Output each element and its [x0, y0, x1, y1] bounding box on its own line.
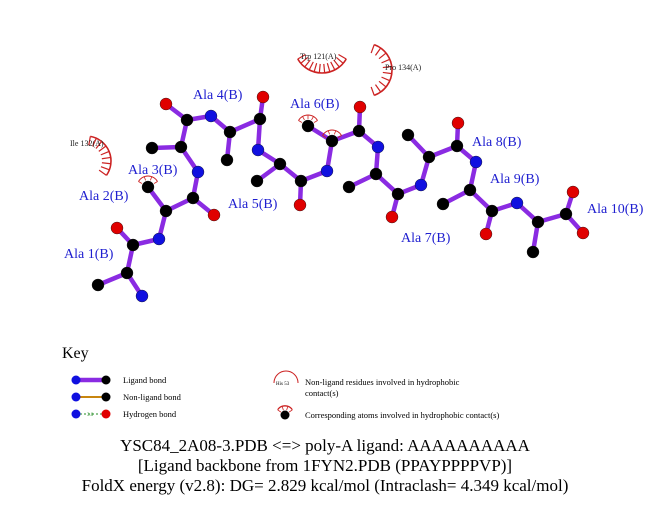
caption-line-3: FoldX energy (v2.8): DG= 2.829 kcal/mol … [82, 476, 569, 495]
carbon-atom [250, 174, 264, 188]
carbon-atom [186, 191, 200, 205]
legend-hydrophobic-text-line2: contact(s) [305, 388, 339, 398]
legend-non-ligand-bond-label: Non-ligand bond [123, 392, 182, 402]
hydrophobic-label-trp121: Trp 121(A) [300, 52, 337, 61]
carbon-atom [120, 266, 134, 280]
nitrogen-atom [135, 289, 149, 303]
carbon-atom [391, 187, 405, 201]
residue-label-ala5: Ala 5(B) [228, 197, 278, 212]
hydrophobic-contact-arcs [88, 43, 393, 413]
carbon-atom [342, 180, 356, 194]
legend-title: Key [62, 345, 89, 362]
carbon-atom [220, 153, 234, 167]
hydrophobic-label-pro134: Pro 134(A) [385, 63, 422, 72]
carbon-atom [463, 183, 477, 197]
carbon-atom [223, 125, 237, 139]
carbon-atom [485, 204, 499, 218]
legend-hydrophobic-example-label: His 53 [276, 382, 290, 387]
legend: Key Ligand bond Non-ligand bond 3.0 Hydr… [62, 345, 499, 420]
oxygen-atom [207, 208, 221, 222]
carbon-atom [422, 150, 436, 164]
oxygen-atom [451, 116, 465, 130]
carbon-atom [159, 204, 173, 218]
hydrophobic-arc-trp121 [297, 53, 347, 74]
nitrogen-atom [469, 155, 483, 169]
legend-ligand-bond-sample [71, 375, 111, 385]
residue-label-ala7: Ala 7(B) [401, 231, 451, 246]
ligand-bonds [95, 94, 586, 299]
carbon-atom [526, 245, 540, 259]
oxygen-atom [353, 100, 367, 114]
carbon-atom [352, 124, 366, 138]
nitrogen-atom [510, 196, 524, 210]
residue-label-ala4: Ala 4(B) [193, 88, 243, 103]
contact-atom-arc-ala3 [138, 175, 158, 184]
residue-label-ala6: Ala 6(B) [290, 97, 340, 112]
residue-label-ala8: Ala 8(B) [472, 135, 522, 150]
oxygen-atom [293, 198, 307, 212]
nitrogen-atom [152, 232, 166, 246]
carbon-atom [253, 112, 267, 126]
nitrogen-atom [191, 165, 205, 179]
caption-line-1: YSC84_2A08-3.PDB <=> poly-A ligand: AAAA… [120, 436, 531, 455]
nitrogen-atom [371, 140, 385, 154]
legend-hydrogen-bond-distance: 3.0 [87, 413, 94, 418]
legend-hydrogen-bond-label: Hydrogen bond [123, 409, 177, 419]
residue-label-ala3: Ala 3(B) [128, 163, 178, 178]
residue-label-ala1: Ala 1(B) [64, 247, 114, 262]
carbon-atom [141, 180, 155, 194]
legend-hydrophobic-arc-sample: His 53 [273, 370, 299, 387]
carbon-atom [369, 167, 383, 181]
carbon-atom [126, 238, 140, 252]
oxygen-atom [159, 97, 173, 111]
oxygen-atom [576, 226, 590, 240]
oxygen-atom [256, 90, 270, 104]
legend-corresponding-atoms-label: Corresponding atoms involved in hydropho… [305, 410, 499, 420]
nitrogen-atom [414, 178, 428, 192]
hydrophobic-arc-pro134 [370, 43, 393, 97]
caption-line-2: [Ligand backbone from 1FYN2.PDB (PPAYPPP… [138, 456, 512, 475]
carbon-atom [531, 215, 545, 229]
legend-non-ligand-bond-sample [71, 392, 111, 402]
contact-atom-arc-ala6-a [298, 114, 318, 123]
oxygen-atom [110, 221, 124, 235]
carbon-atom [145, 141, 159, 155]
nitrogen-atom [251, 143, 265, 157]
hydrophobic-label-ile132: Ile 132(A) [70, 139, 104, 148]
carbon-atom [273, 157, 287, 171]
oxygen-atom [479, 227, 493, 241]
nitrogen-atom [320, 164, 334, 178]
carbon-atom [180, 113, 194, 127]
legend-hydrogen-bond-sample: 3.0 [71, 409, 111, 419]
residue-label-ala10: Ala 10(B) [587, 202, 644, 217]
oxygen-atom [566, 185, 580, 199]
legend-ligand-bond-label: Ligand bond [123, 375, 167, 385]
ligand-atoms [91, 90, 590, 303]
carbon-atom [450, 139, 464, 153]
oxygen-atom [385, 210, 399, 224]
residue-label-ala9: Ala 9(B) [490, 172, 540, 187]
legend-corresponding-atom-sample [277, 405, 293, 420]
carbon-atom [301, 119, 315, 133]
carbon-atom [294, 174, 308, 188]
residue-label-ala2: Ala 2(B) [79, 189, 129, 204]
nitrogen-atom [204, 109, 218, 123]
carbon-atom [325, 134, 339, 148]
legend-hydrophobic-text-line1: Non-ligand residues involved in hydropho… [305, 377, 460, 387]
carbon-atom [91, 278, 105, 292]
carbon-atom [401, 128, 415, 142]
hydrophobic-arc-ile132 [88, 135, 112, 176]
carbon-atom [436, 197, 450, 211]
contact-atom-arc-ala6-b [322, 129, 342, 138]
carbon-atom [559, 207, 573, 221]
carbon-atom [174, 140, 188, 154]
